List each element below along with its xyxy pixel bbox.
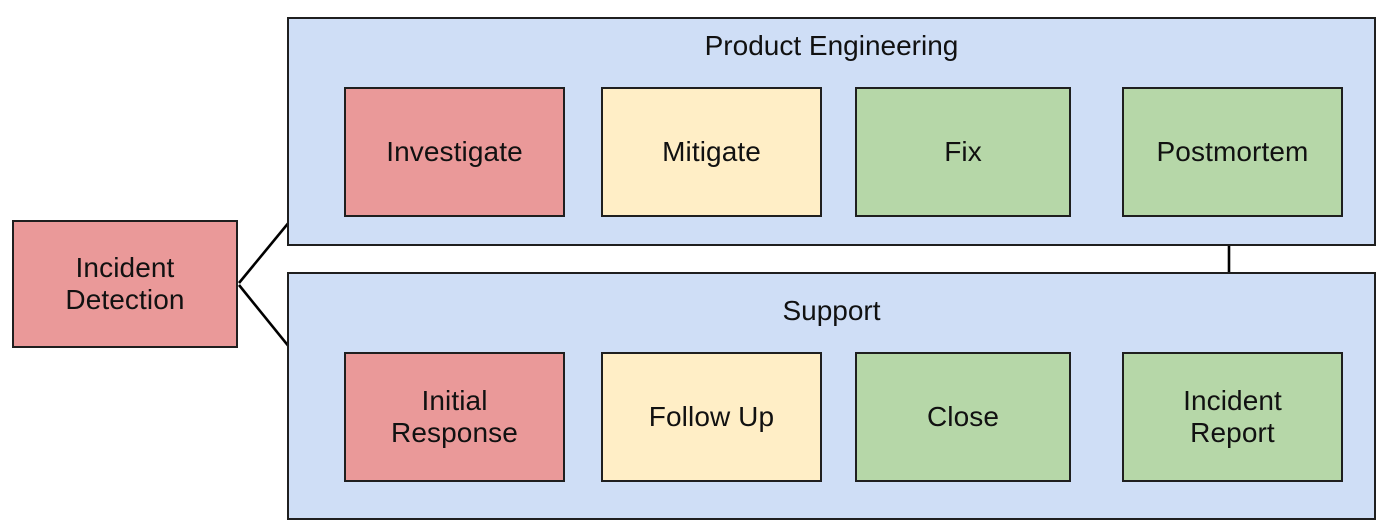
node-label-line: Follow Up	[648, 400, 775, 432]
swimlane-title-support: Support	[782, 295, 881, 326]
node-investigate[interactable]: Investigate	[344, 87, 565, 217]
node-label-line: Response	[391, 417, 518, 448]
node-label-line: Mitigate	[662, 135, 761, 167]
node-follow-up[interactable]: Follow Up	[601, 352, 822, 482]
node-label-line: Postmortem	[1156, 135, 1309, 167]
node-label-line: Incident	[1183, 384, 1282, 416]
node-close[interactable]: Close	[855, 352, 1071, 482]
node-label-line: Fix	[944, 135, 982, 167]
node-label-line: Investigate	[386, 135, 523, 167]
node-mitigate[interactable]: Mitigate	[601, 87, 822, 217]
node-label-line: Report	[1190, 417, 1275, 448]
node-label-mitigate: Mitigate	[662, 136, 761, 168]
node-label-line: Close	[926, 400, 1000, 432]
node-label-close: Close	[927, 401, 999, 433]
node-label-fix: Fix	[944, 136, 982, 168]
node-postmortem[interactable]: Postmortem	[1122, 87, 1343, 217]
node-label-follow-up: Follow Up	[649, 401, 774, 433]
node-label-line: Incident	[75, 251, 175, 283]
swimlane-title-product-engineering: Product Engineering	[704, 30, 959, 61]
node-fix[interactable]: Fix	[855, 87, 1071, 217]
node-label-investigate: Investigate	[386, 136, 523, 168]
node-label-line: Detection	[65, 284, 185, 315]
node-label-line: Initial	[421, 384, 488, 416]
node-label-postmortem: Postmortem	[1157, 136, 1309, 168]
